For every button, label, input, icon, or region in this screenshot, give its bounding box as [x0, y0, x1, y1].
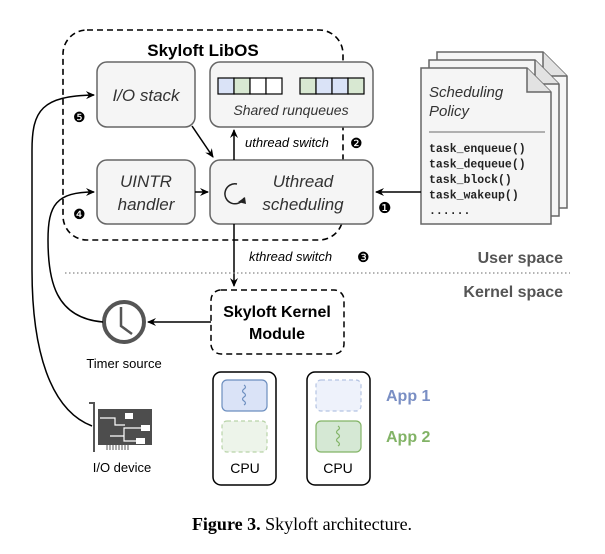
thread-icon: [241, 384, 247, 406]
uthread-switch-label: uthread switch: [245, 135, 329, 150]
runqueue-cell: [347, 77, 365, 95]
step-5-badge: ❺: [73, 109, 86, 125]
uthread-scheduling-box[interactable]: [209, 159, 374, 225]
user-space-label: User space: [478, 250, 563, 267]
runqueue-cell: [265, 77, 283, 95]
runqueue-cell: [331, 77, 349, 95]
step-4-badge: ❹: [73, 206, 86, 222]
legend-app2: App 2: [386, 429, 431, 446]
cpu-1: CPU: [212, 371, 277, 486]
kernel-module-line1: Skyloft Kernel: [223, 304, 331, 321]
uintr-label-line2: handler: [118, 195, 176, 214]
policy-function: task_enqueue(): [429, 143, 526, 156]
cpu-1-app1-slot: [221, 379, 268, 412]
step-3-badge: ❸: [357, 249, 370, 265]
uintr-handler-box[interactable]: [96, 159, 196, 225]
shared-runqueues-label: Shared runqueues: [233, 102, 348, 118]
cpu-2-app1-slot: [315, 379, 362, 412]
arrow-io-to-sched: [191, 125, 214, 158]
arrow-timer-to-uintr: [47, 188, 104, 323]
libos-container: [62, 29, 344, 241]
runqueue-cell: [249, 77, 267, 95]
kernel-module-line2: Module: [249, 326, 305, 343]
legend-app1: App 1: [386, 388, 431, 405]
policy-function: task_block(): [429, 174, 512, 187]
policy-title-line2: Policy: [429, 103, 471, 120]
thread-icon: [335, 425, 341, 447]
kernel-module-box[interactable]: [210, 289, 345, 355]
uintr-label-line1: UINTR: [120, 172, 172, 191]
runqueue-cell: [217, 77, 235, 95]
io-device-label: I/O device: [93, 460, 152, 475]
policy-function-list: task_enqueue() task_dequeue() task_block()…: [429, 143, 526, 218]
io-stack-box[interactable]: [96, 61, 196, 128]
step-1-badge: ❶: [378, 200, 391, 217]
arrow-io-device-to-io-stack: [31, 91, 95, 427]
uthread-label-line2: scheduling: [262, 195, 344, 214]
kthread-switch-label: kthread switch: [249, 249, 332, 264]
step-2-badge: ❷: [350, 135, 363, 151]
policy-function: task_wakeup(): [429, 190, 519, 203]
cpu-2-app2-slot: [315, 420, 362, 453]
libos-title: Skyloft LibOS: [147, 41, 258, 60]
policy-title-line1: Scheduling: [429, 84, 504, 101]
cpu-1-app2-slot: [221, 420, 268, 453]
clock-icon: [102, 300, 146, 344]
runqueue-cell: [315, 77, 333, 95]
timer-source-label: Timer source: [86, 356, 161, 371]
runqueue-cells: [217, 77, 365, 95]
cpu-1-label: CPU: [230, 460, 260, 476]
scheduling-policy-document[interactable]: [420, 51, 568, 225]
policy-function: task_dequeue(): [429, 159, 526, 172]
io-stack-label: I/O stack: [112, 86, 181, 105]
kernel-space-label: Kernel space: [463, 284, 563, 301]
caption-prefix: Figure 3.: [192, 514, 261, 534]
runqueue-cell: [299, 77, 317, 95]
cpu-2: CPU: [306, 371, 371, 486]
cpu-2-label: CPU: [323, 460, 353, 476]
uthread-label-line1: Uthread: [273, 172, 334, 191]
io-device-icon: [89, 402, 152, 452]
cycle-icon: [224, 183, 246, 205]
policy-function: ......: [429, 205, 470, 218]
runqueue-cell: [233, 77, 251, 95]
figure-caption: Figure 3. Skyloft architecture.: [192, 514, 412, 534]
caption-text: Skyloft architecture.: [261, 514, 412, 534]
